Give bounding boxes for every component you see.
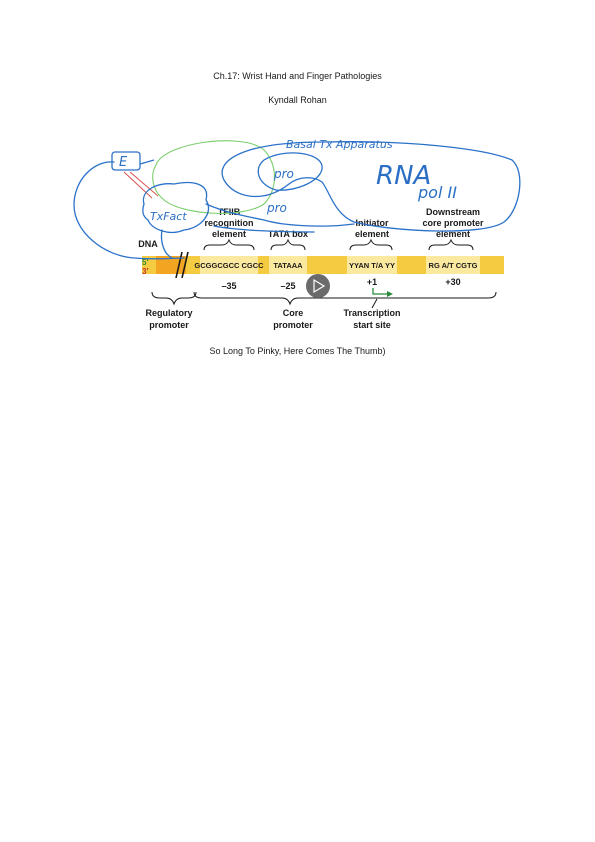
tfiib-box: [200, 256, 258, 274]
strand-3-label: 3′: [142, 267, 148, 276]
green-loop: [152, 140, 275, 214]
regulatory-brace: [151, 291, 197, 306]
play-icon[interactable]: [313, 278, 326, 294]
element-initiator: Initiator element YYAN T/A YY +1: [349, 218, 395, 297]
downstream-label-line3: element: [436, 229, 470, 239]
play-button-circle[interactable]: [306, 274, 330, 298]
tata-label: TATA box: [268, 229, 308, 239]
strand-5-label: 5′: [142, 258, 148, 267]
tata-position: –25: [280, 281, 295, 291]
downstream-box: [426, 256, 480, 274]
pro-annotation-1: pro: [273, 167, 294, 181]
dna-label: DNA: [138, 239, 158, 249]
rna-annotation: RNA: [376, 161, 431, 191]
tata-sequence: TATAAA: [273, 261, 303, 270]
figure-caption: So Long To Pinky, Here Comes The Thumb): [209, 346, 386, 356]
video-play-button[interactable]: [306, 274, 330, 298]
txfact-blob: [142, 181, 210, 234]
core-label-line2: promoter: [273, 320, 313, 330]
e-box: [111, 151, 141, 171]
downstream-position: +30: [445, 277, 460, 287]
tss-label-line1: Transcription: [343, 308, 400, 318]
document-author: Kyndall Rohan: [268, 95, 327, 105]
txfact-annotation: TxFact: [150, 210, 187, 223]
rna-pol-outline: [221, 141, 521, 232]
dna-strip: [142, 251, 504, 279]
regulatory-label-line1: Regulatory: [145, 308, 192, 318]
connector-line-1: [205, 203, 355, 227]
tss-label-line2: start site: [353, 320, 391, 330]
initiator-box: [347, 256, 397, 274]
connector-line-2: [213, 225, 315, 233]
core-label-line1: Core: [283, 308, 304, 318]
core-brace: [193, 291, 497, 306]
tfiib-sequence: GCGGCGCC CGCC: [194, 261, 264, 270]
basal-annotation: Basal Tx Apparatus: [286, 138, 393, 151]
pro-blob-top: [257, 152, 323, 191]
element-downstream: Downstream core promoter element RG A/T …: [422, 207, 484, 287]
element-tata: TATA box TATAAA –25: [268, 229, 308, 291]
tfiib-position: –35: [221, 281, 236, 291]
initiator-sequence: YYAN T/A YY: [349, 261, 395, 270]
initiator-position: +1: [367, 277, 377, 287]
tfiib-label-line3: element: [212, 229, 246, 239]
promoter-figure: DNA 5′ 3′ TFIIB recognition element GCGG…: [73, 138, 521, 330]
downstream-sequence: RG A/T CGTG: [429, 261, 478, 270]
initiator-label-line2: element: [355, 229, 389, 239]
downstream-label-line1: Downstream: [426, 207, 480, 217]
txfact-stem: [160, 229, 173, 259]
handwritten-annotations: E TxFact pro pro Basal Tx Apparatus RNA …: [73, 138, 521, 260]
document-title: Ch.17: Wrist Hand and Finger Pathologies: [213, 71, 382, 81]
pol-annotation: pol II: [417, 183, 457, 202]
tfiib-label-line2: recognition: [205, 218, 254, 228]
e-annotation: E: [119, 155, 128, 170]
regulatory-label-line2: promoter: [149, 320, 189, 330]
loop-left: [73, 161, 185, 260]
pro-annotation-2: pro: [266, 201, 287, 215]
tata-box: [269, 256, 307, 274]
initiator-label-line1: Initiator: [356, 218, 389, 228]
downstream-label-line2: core promoter: [422, 218, 484, 228]
